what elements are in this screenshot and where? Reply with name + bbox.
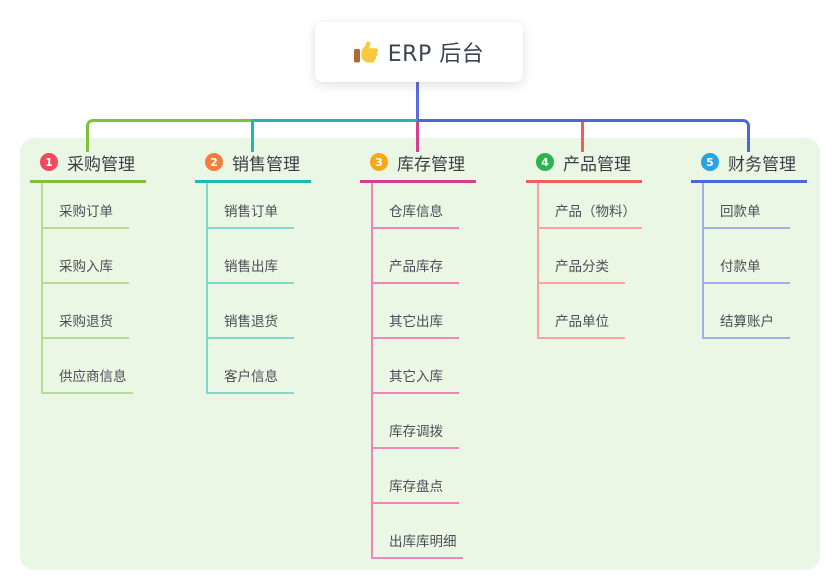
branch-header[interactable]: 5 财务管理 xyxy=(691,148,807,183)
branch-item[interactable]: 结算账户 xyxy=(704,284,790,339)
branch-item[interactable]: 付款单 xyxy=(704,229,790,284)
branch-item[interactable]: 产品分类 xyxy=(539,229,625,284)
branch-item[interactable]: 产品（物料） xyxy=(539,183,642,229)
connector-branch-2 xyxy=(251,119,417,152)
branch-item[interactable]: 采购退货 xyxy=(43,284,129,339)
branch-items: 销售订单销售出库销售退货客户信息 xyxy=(206,183,294,394)
connector-branch-1 xyxy=(86,119,254,152)
branch-label: 产品管理 xyxy=(563,154,631,175)
branch-items: 产品（物料）产品分类产品单位 xyxy=(537,183,642,339)
branch-item[interactable]: 其它入库 xyxy=(373,339,459,394)
branch-item[interactable]: 产品单位 xyxy=(539,284,625,339)
branch-number-badge: 2 xyxy=(205,153,223,171)
branch-header[interactable]: 1 采购管理 xyxy=(30,148,146,183)
branch-column-5: 5 财务管理 回款单付款单结算账户 xyxy=(691,148,807,339)
branch-item[interactable]: 仓库信息 xyxy=(373,183,459,229)
branch-number-badge: 4 xyxy=(536,153,554,171)
connector-branch-5 xyxy=(417,119,750,152)
branch-item[interactable]: 库存盘点 xyxy=(373,449,459,504)
branch-column-2: 2 销售管理 销售订单销售出库销售退货客户信息 xyxy=(195,148,311,394)
branch-item[interactable]: 库存调拨 xyxy=(373,394,459,449)
branch-item[interactable]: 回款单 xyxy=(704,183,790,229)
modules-panel xyxy=(20,138,820,570)
root-node[interactable]: ERP 后台 xyxy=(315,22,523,82)
branch-label: 采购管理 xyxy=(67,154,135,175)
thumbs-up-icon xyxy=(353,40,378,64)
branch-item[interactable]: 销售出库 xyxy=(208,229,294,284)
connector-root xyxy=(416,82,419,122)
branch-header[interactable]: 4 产品管理 xyxy=(526,148,642,183)
branch-label: 销售管理 xyxy=(232,154,300,175)
branch-items: 回款单付款单结算账户 xyxy=(702,183,790,339)
branch-number-badge: 5 xyxy=(701,153,719,171)
branch-item[interactable]: 采购订单 xyxy=(43,183,129,229)
branch-column-1: 1 采购管理 采购订单采购入库采购退货供应商信息 xyxy=(30,148,146,394)
branch-item[interactable]: 供应商信息 xyxy=(43,339,133,394)
connector-branch-4 xyxy=(581,122,584,152)
branch-items: 采购订单采购入库采购退货供应商信息 xyxy=(41,183,133,394)
branch-column-3: 3 库存管理 仓库信息产品库存其它出库其它入库库存调拨库存盘点出库库明细 xyxy=(360,148,476,559)
branch-label: 库存管理 xyxy=(397,154,465,175)
branch-item[interactable]: 销售退货 xyxy=(208,284,294,339)
branch-label: 财务管理 xyxy=(728,154,796,175)
connector-branch-3 xyxy=(416,122,419,152)
branch-header[interactable]: 2 销售管理 xyxy=(195,148,311,183)
root-title: ERP 后台 xyxy=(387,42,485,67)
branch-item[interactable]: 产品库存 xyxy=(373,229,459,284)
branch-number-badge: 3 xyxy=(370,153,388,171)
branch-number-badge: 1 xyxy=(40,153,58,171)
branch-item[interactable]: 销售订单 xyxy=(208,183,294,229)
branch-column-4: 4 产品管理 产品（物料）产品分类产品单位 xyxy=(526,148,642,339)
branch-item[interactable]: 出库库明细 xyxy=(373,504,463,559)
branch-item[interactable]: 客户信息 xyxy=(208,339,294,394)
branch-item[interactable]: 采购入库 xyxy=(43,229,129,284)
branch-items: 仓库信息产品库存其它出库其它入库库存调拨库存盘点出库库明细 xyxy=(371,183,463,559)
branch-header[interactable]: 3 库存管理 xyxy=(360,148,476,183)
branch-item[interactable]: 其它出库 xyxy=(373,284,459,339)
